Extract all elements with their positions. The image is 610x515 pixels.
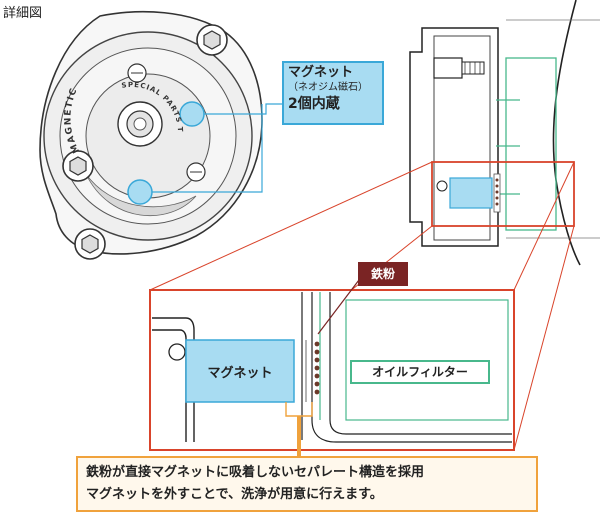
center-plug xyxy=(117,101,163,147)
magnet-callout-count: 2個内蔵 xyxy=(288,96,340,112)
small-screws xyxy=(127,63,206,182)
magnet-leader-lines xyxy=(152,103,282,193)
bolt-left xyxy=(62,150,94,182)
page-heading: 詳細図 xyxy=(3,6,43,21)
note-line-1: 鉄粉が直接マグネットに吸着しないセパレート構造を採用 xyxy=(86,465,425,480)
magnet-callout: マグネット （ネオジム磁石） 2個内蔵 xyxy=(282,61,384,125)
magnet-detail-label: マグネット xyxy=(207,365,273,381)
bolt-bottom xyxy=(74,228,106,260)
enlarged-detail xyxy=(152,292,512,443)
description-note: 鉄粉が直接マグネットに吸着しないセパレート構造を採用 マグネットを外すことで、洗… xyxy=(76,456,538,512)
inset-frame-small xyxy=(431,161,575,227)
zoom-guide-left xyxy=(149,161,433,291)
oil-filter-label: オイルフィルター xyxy=(350,360,490,384)
filter-cover-plate xyxy=(39,10,263,255)
bolt-top-right xyxy=(196,24,228,56)
iron-leader-line xyxy=(317,275,363,335)
iron-powder-label: 鉄粉 xyxy=(358,262,408,286)
magnet-callout-material: （ネオジム磁石） xyxy=(288,82,368,93)
note-line-2: マグネットを外すことで、洗浄が用意に行えます。 xyxy=(86,487,383,502)
magnet-position-markers xyxy=(127,101,205,205)
magnet-callout-title: マグネット xyxy=(288,65,354,80)
zoom-guide-right xyxy=(513,161,575,291)
zoom-guide-bottom-right xyxy=(513,225,575,451)
